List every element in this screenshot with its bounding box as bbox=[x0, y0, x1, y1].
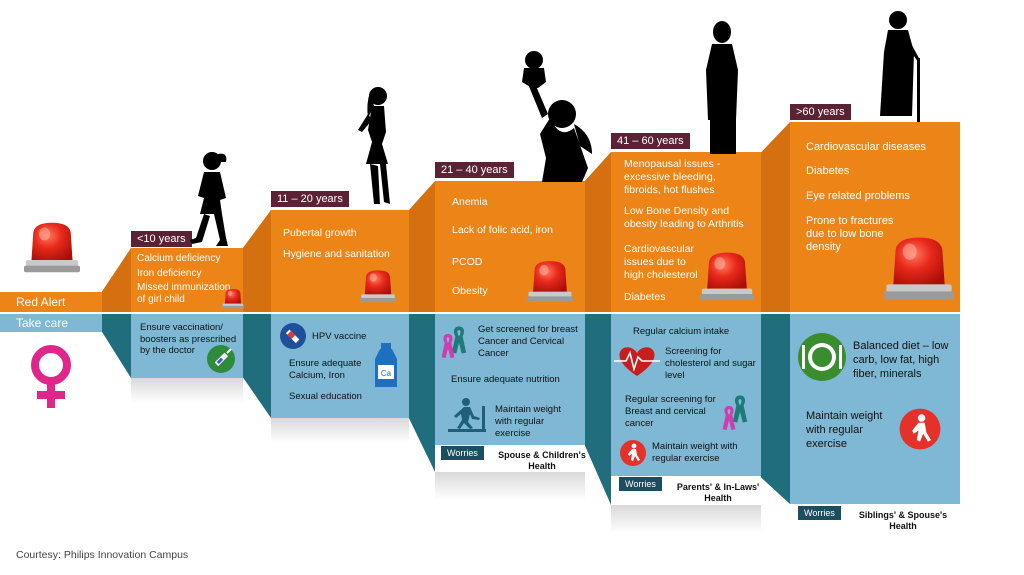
step-riser bbox=[409, 181, 435, 312]
worries-tag: Worries bbox=[798, 506, 841, 520]
female-symbol-icon bbox=[31, 345, 71, 408]
girl-child-silhouette-icon bbox=[190, 152, 228, 246]
alert-item: Pubertal growth bbox=[283, 227, 357, 239]
vaccine-icon bbox=[207, 345, 235, 373]
alarm-icon bbox=[884, 232, 954, 304]
alert-item: Hygiene and sanitation bbox=[283, 248, 390, 260]
treadmill-icon bbox=[448, 398, 486, 432]
step-riser bbox=[585, 152, 611, 312]
care-item: Balanced diet – low carb, low fat, high … bbox=[853, 340, 949, 380]
hpv-vaccine-icon bbox=[280, 323, 306, 349]
care-item: Regular calcium intake bbox=[633, 326, 730, 337]
step-shadow bbox=[611, 505, 761, 533]
alert-item: Missed immunization of girl child bbox=[137, 282, 231, 305]
balanced-diet-icon bbox=[798, 333, 846, 381]
alarm-icon bbox=[222, 288, 244, 309]
cancer-ribbons-icon bbox=[722, 395, 748, 430]
red-alert-label: Red Alert bbox=[16, 295, 66, 309]
woman-silhouette-icon bbox=[706, 21, 738, 154]
age-tag-under-10: <10 years bbox=[131, 231, 192, 247]
alert-item: Diabetes bbox=[806, 165, 850, 177]
calcium-bottle-icon: Ca bbox=[375, 343, 397, 387]
care-item: Maintain weight with regular exercise bbox=[652, 441, 738, 464]
step-riser bbox=[761, 314, 790, 504]
left-red-alert-band bbox=[0, 292, 102, 312]
age-tag-11-20: 11 – 20 years bbox=[271, 191, 349, 207]
heartbeat-icon bbox=[614, 347, 660, 376]
care-item: Ensure adequate nutrition bbox=[451, 374, 560, 385]
teen-girl-silhouette-icon bbox=[358, 87, 390, 204]
alert-item: Cardiovascular diseases bbox=[806, 141, 926, 153]
courtesy-caption: Courtesy: Philips Innovation Campus bbox=[16, 549, 189, 561]
elderly-woman-silhouette-icon bbox=[880, 11, 920, 122]
step-riser bbox=[102, 314, 131, 378]
take-care-label: Take care bbox=[16, 316, 69, 330]
care-item: Maintain weight with regular exercise bbox=[495, 404, 562, 439]
worries-text: Siblings' & Spouse's Health bbox=[858, 510, 948, 531]
left-take-care-band bbox=[0, 314, 102, 332]
alert-item: Cardiovascular issues due to high choles… bbox=[624, 243, 698, 281]
alarm-icon bbox=[360, 268, 396, 304]
alert-item: Anemia bbox=[452, 196, 488, 208]
alert-item: Diabetes bbox=[624, 291, 666, 303]
alarm-icon bbox=[24, 220, 80, 274]
step-shadow bbox=[435, 472, 585, 500]
step-riser bbox=[243, 210, 271, 312]
stage-1-alert-panel bbox=[131, 248, 243, 312]
care-item: Regular screening for Breast and cervica… bbox=[625, 394, 716, 429]
care-item: HPV vaccine bbox=[312, 331, 367, 342]
care-item: Maintain weight with regular exercise bbox=[806, 410, 883, 450]
worries-tag: Worries bbox=[441, 446, 484, 460]
alert-item: Low Bone Density and obesity leading to … bbox=[624, 205, 744, 230]
worries-tag: Worries bbox=[619, 477, 662, 491]
alarm-icon bbox=[527, 258, 573, 304]
alert-item: Lack of folic acid, iron bbox=[452, 224, 553, 236]
care-item: Sexual education bbox=[289, 391, 362, 402]
svg-text:Ca: Ca bbox=[381, 369, 392, 378]
care-item: Ensure vaccination/ boosters as prescrib… bbox=[140, 322, 237, 356]
step-shadow bbox=[131, 378, 243, 403]
alert-item: Obesity bbox=[452, 285, 488, 297]
exercise-icon bbox=[620, 440, 646, 466]
step-riser bbox=[102, 248, 131, 312]
alarm-icon bbox=[700, 249, 754, 303]
worries-text: Spouse & Children's Health bbox=[498, 450, 586, 471]
step-shadow bbox=[271, 418, 409, 443]
age-tag-over-60: >60 years bbox=[790, 104, 851, 120]
care-item: Screening for cholesterol and sugar leve… bbox=[665, 346, 756, 381]
alert-item: Eye related problems bbox=[806, 190, 910, 202]
care-item: Ensure adequate Calcium, Iron bbox=[289, 358, 362, 381]
step-riser bbox=[761, 122, 790, 312]
age-tag-41-60: 41 – 60 years bbox=[611, 133, 690, 149]
alert-item: Menopausal issues - excessive bleeding, … bbox=[624, 158, 721, 196]
alert-item: Calcium deficiency bbox=[137, 253, 221, 264]
exercise-icon bbox=[899, 408, 941, 450]
mother-child-silhouette-icon bbox=[522, 51, 592, 182]
worries-text: Parents' & In-Laws' Health bbox=[676, 482, 760, 503]
step-riser bbox=[585, 314, 611, 505]
alert-item: Iron deficiency bbox=[137, 268, 202, 279]
care-item: Get screened for breast Cancer and Cervi… bbox=[478, 324, 578, 359]
cancer-ribbons-icon bbox=[441, 326, 467, 358]
alert-item: Prone to fractures due to low bone densi… bbox=[806, 215, 894, 253]
age-tag-21-40: 21 – 40 years bbox=[435, 162, 514, 178]
step-riser bbox=[409, 314, 435, 472]
step-riser bbox=[243, 314, 271, 418]
alert-item: PCOD bbox=[452, 256, 483, 268]
